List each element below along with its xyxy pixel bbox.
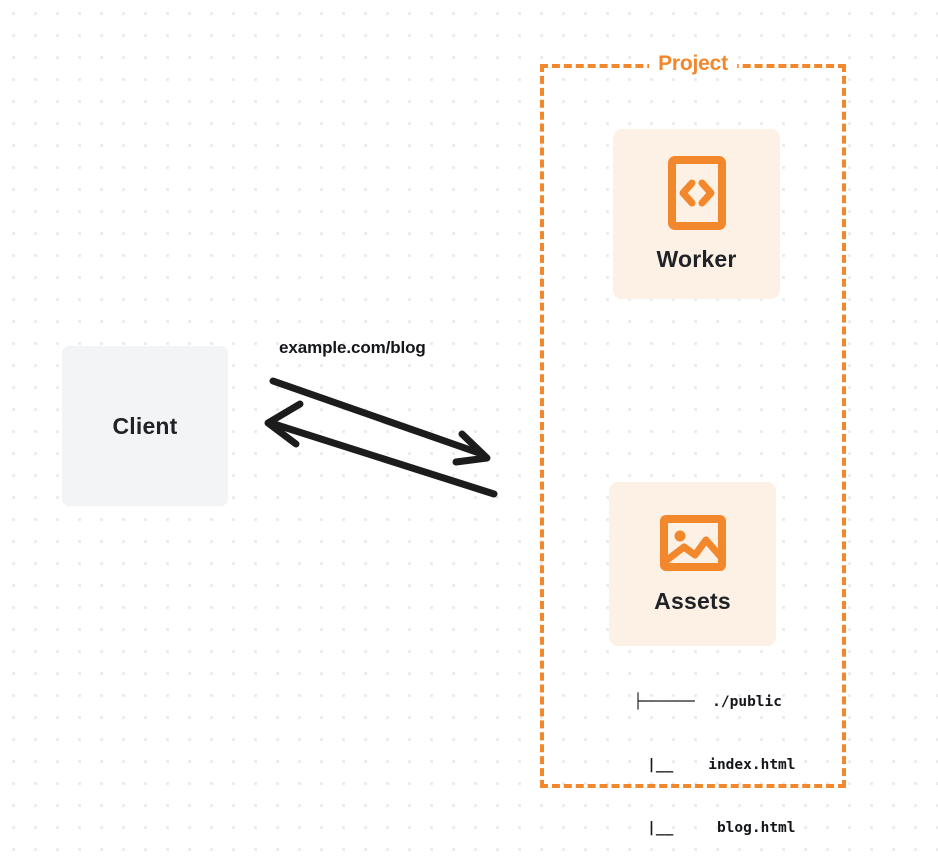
arrow-response-project-to-client	[264, 400, 498, 498]
node-client[interactable]: Client	[62, 346, 228, 506]
arrow-request-client-to-project	[269, 377, 491, 466]
card-worker[interactable]: Worker	[613, 129, 780, 299]
code-file-icon	[667, 155, 726, 230]
image-icon	[659, 514, 726, 572]
card-assets[interactable]: Assets	[609, 482, 776, 646]
node-client-label: Client	[112, 412, 178, 439]
group-project: Project	[540, 52, 846, 788]
tree-row: |__ blog.html	[586, 820, 796, 836]
tree-row: ├────── ./public	[633, 694, 782, 710]
assets-file-tree: ├────── ./public |__ index.html |__ blog…	[586, 650, 796, 860]
tree-row: |__ index.html	[586, 757, 796, 773]
card-worker-label: Worker	[656, 245, 737, 272]
edge-label-request-url: example.com/blog	[279, 338, 426, 357]
card-assets-label: Assets	[654, 587, 731, 614]
group-project-label: Project	[649, 52, 737, 76]
